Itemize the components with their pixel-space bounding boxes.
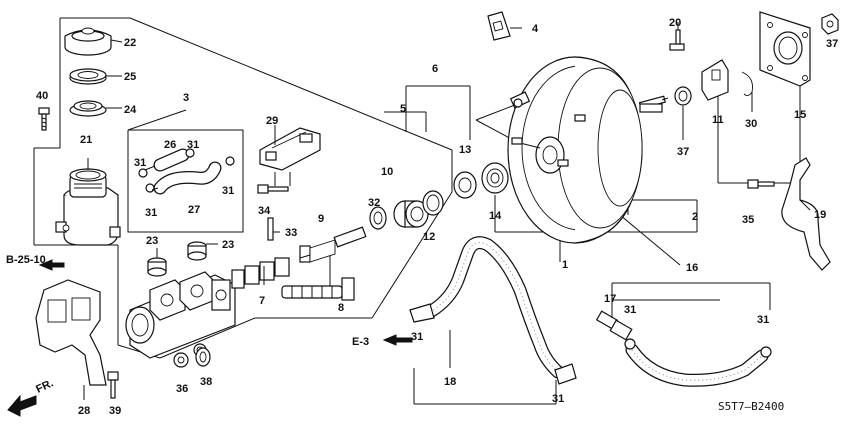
callout-19: 19	[814, 209, 826, 221]
callout-39: 39	[109, 405, 121, 417]
front-direction-arrow-icon	[7, 394, 37, 417]
bolt-20	[669, 22, 685, 51]
clip-30	[741, 71, 753, 112]
spring-set-8	[281, 277, 355, 301]
callout-31d: 31	[145, 207, 157, 219]
callout-6: 6	[432, 63, 438, 75]
callout-26: 26	[164, 139, 176, 151]
callout-1: 1	[562, 259, 568, 271]
pin-33	[267, 217, 280, 241]
bracket-11	[701, 59, 729, 112]
callout-37b: 37	[826, 38, 838, 50]
callout-9: 9	[318, 213, 324, 225]
bracket-28	[35, 279, 107, 400]
reservoir-cap	[64, 27, 123, 56]
callout-15: 15	[794, 109, 806, 121]
vacuum-hose-18	[409, 236, 577, 385]
callout-20: 20	[669, 17, 681, 29]
reservoir-tank	[55, 158, 121, 246]
reservoir-seal	[69, 100, 122, 117]
callout-22: 22	[124, 37, 136, 49]
callout-31b: 31	[187, 139, 199, 151]
callout-17: 17	[604, 293, 616, 305]
pressure-switch-29	[259, 125, 321, 171]
callout-31f: 31	[552, 393, 564, 405]
callout-37a: 37	[677, 146, 689, 158]
callout-31a: 31	[134, 157, 146, 169]
e3-reference-arrow-icon	[382, 334, 413, 346]
callout-30: 30	[745, 118, 757, 130]
callout-28: 28	[78, 405, 90, 417]
drawing-code: S5T7—B2400	[718, 400, 784, 413]
callout-31g: 31	[624, 304, 636, 316]
callout-8: 8	[338, 302, 344, 314]
callout-13: 13	[459, 144, 471, 156]
gasket-4	[487, 11, 522, 41]
callout-31h: 31	[757, 314, 769, 326]
callout-29: 29	[266, 115, 278, 127]
clip-38	[195, 347, 211, 367]
callout-labels: 1 2 3 4 5 6 7 8 9 10 11 12 13 14 15 16 1…	[36, 17, 838, 417]
nut-37a	[674, 86, 692, 140]
callout-40: 40	[36, 90, 48, 102]
callout-34: 34	[258, 205, 271, 217]
callout-38: 38	[200, 376, 212, 388]
callout-25: 25	[124, 71, 136, 83]
bolt-39	[107, 371, 119, 399]
callout-31c: 31	[222, 185, 234, 197]
secondary-piston-7	[231, 257, 290, 289]
booster-seals	[453, 162, 509, 199]
vacuum-hose-16	[625, 343, 769, 387]
brake-booster	[507, 56, 669, 244]
callout-2: 2	[692, 211, 698, 223]
b25-10-reference-arrow-icon	[38, 259, 65, 271]
callout-31e: 31	[411, 331, 423, 343]
callout-5: 5	[400, 103, 406, 115]
callout-23b: 23	[222, 239, 234, 251]
callout-35: 35	[742, 214, 754, 226]
grommets-23	[147, 241, 218, 277]
callout-36: 36	[176, 383, 188, 395]
reservoir-strainer	[69, 68, 122, 85]
master-cylinder-body	[125, 271, 236, 359]
callout-21: 21	[80, 134, 92, 146]
nut-37b	[821, 13, 839, 35]
reference-e3: E-3	[352, 336, 369, 348]
bolt-34	[257, 172, 291, 194]
gasket-15	[759, 11, 811, 100]
callout-10: 10	[381, 166, 393, 178]
callout-7: 7	[259, 295, 265, 307]
reference-b25-10: B-25-10	[6, 254, 46, 266]
washer-36	[173, 352, 189, 368]
callout-18: 18	[444, 376, 456, 388]
callout-12: 12	[423, 231, 435, 243]
check-valve-17	[595, 300, 772, 358]
callout-27: 27	[188, 204, 200, 216]
bolt-35	[747, 179, 775, 189]
reservoir-hoses	[138, 148, 235, 195]
callout-16: 16	[686, 262, 698, 274]
callout-3: 3	[183, 92, 189, 104]
callout-11: 11	[712, 114, 724, 126]
reference-fr: FR.	[34, 377, 55, 395]
callout-32: 32	[368, 197, 380, 209]
callout-24: 24	[124, 104, 137, 116]
callout-33: 33	[285, 227, 297, 239]
callout-4: 4	[532, 23, 539, 35]
callout-23a: 23	[146, 235, 158, 247]
primary-piston-9	[299, 226, 367, 263]
bolt-40	[38, 107, 50, 131]
bracket-19	[781, 157, 831, 271]
seal-kit-10	[369, 190, 444, 230]
callout-14: 14	[489, 210, 502, 222]
